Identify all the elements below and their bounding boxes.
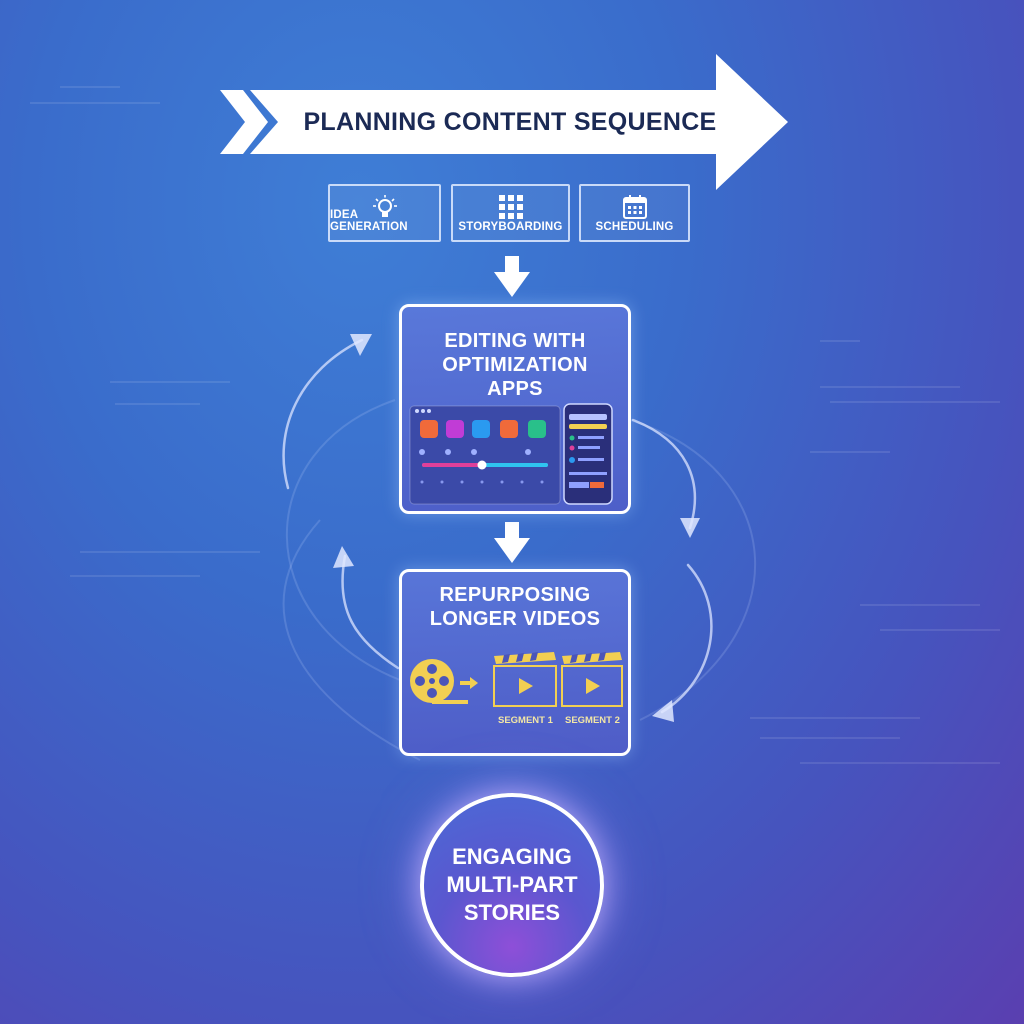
editing-title-line-3: APPS (487, 378, 543, 400)
grid-icon (498, 195, 523, 219)
outcome-circle: ENGAGING MULTI-PART STORIES (420, 793, 604, 977)
app-icons (420, 420, 546, 438)
step-label: SCHEDULING (595, 221, 674, 233)
editing-box: EDITING WITH OPTIMIZATION APPS (399, 304, 631, 514)
editing-app-illustration (409, 403, 613, 505)
outcome-title: ENGAGING MULTI-PART STORIES (446, 844, 578, 925)
repurposing-title-line-2: LONGER VIDEOS (429, 608, 601, 630)
step-scheduling: SCHEDULING (579, 184, 690, 242)
step-label: IDEA GENERATION (330, 209, 408, 233)
clapper-icon (561, 652, 623, 707)
segment-1-label: SEGMENT 1 (498, 715, 553, 726)
repurposing-title-line-1: REPURPOSING (439, 584, 591, 606)
film-reel-icon (410, 659, 468, 704)
step-idea-generation: IDEA GENERATION (328, 184, 441, 242)
repurposing-box: REPURPOSING LONGER VIDEOS SEGMENT 1 SEGM… (399, 569, 631, 756)
flow-arrow-icon (460, 677, 478, 689)
calendar-icon (622, 195, 647, 219)
step-storyboarding: STORYBOARDING (451, 184, 570, 242)
clapper-icon (493, 652, 557, 707)
editing-title-line-2: OPTIMIZATION (442, 354, 588, 376)
banner-title: PLANNING CONTENT SEQUENCE (303, 107, 717, 136)
step-label: STORYBOARDING (458, 221, 563, 233)
repurposing-illustration (410, 652, 623, 707)
segment-2-label: SEGMENT 2 (565, 715, 620, 726)
down-arrow-icon (494, 256, 530, 563)
editing-title-line-1: EDITING WITH (444, 330, 586, 352)
lightbulb-icon (372, 195, 397, 217)
